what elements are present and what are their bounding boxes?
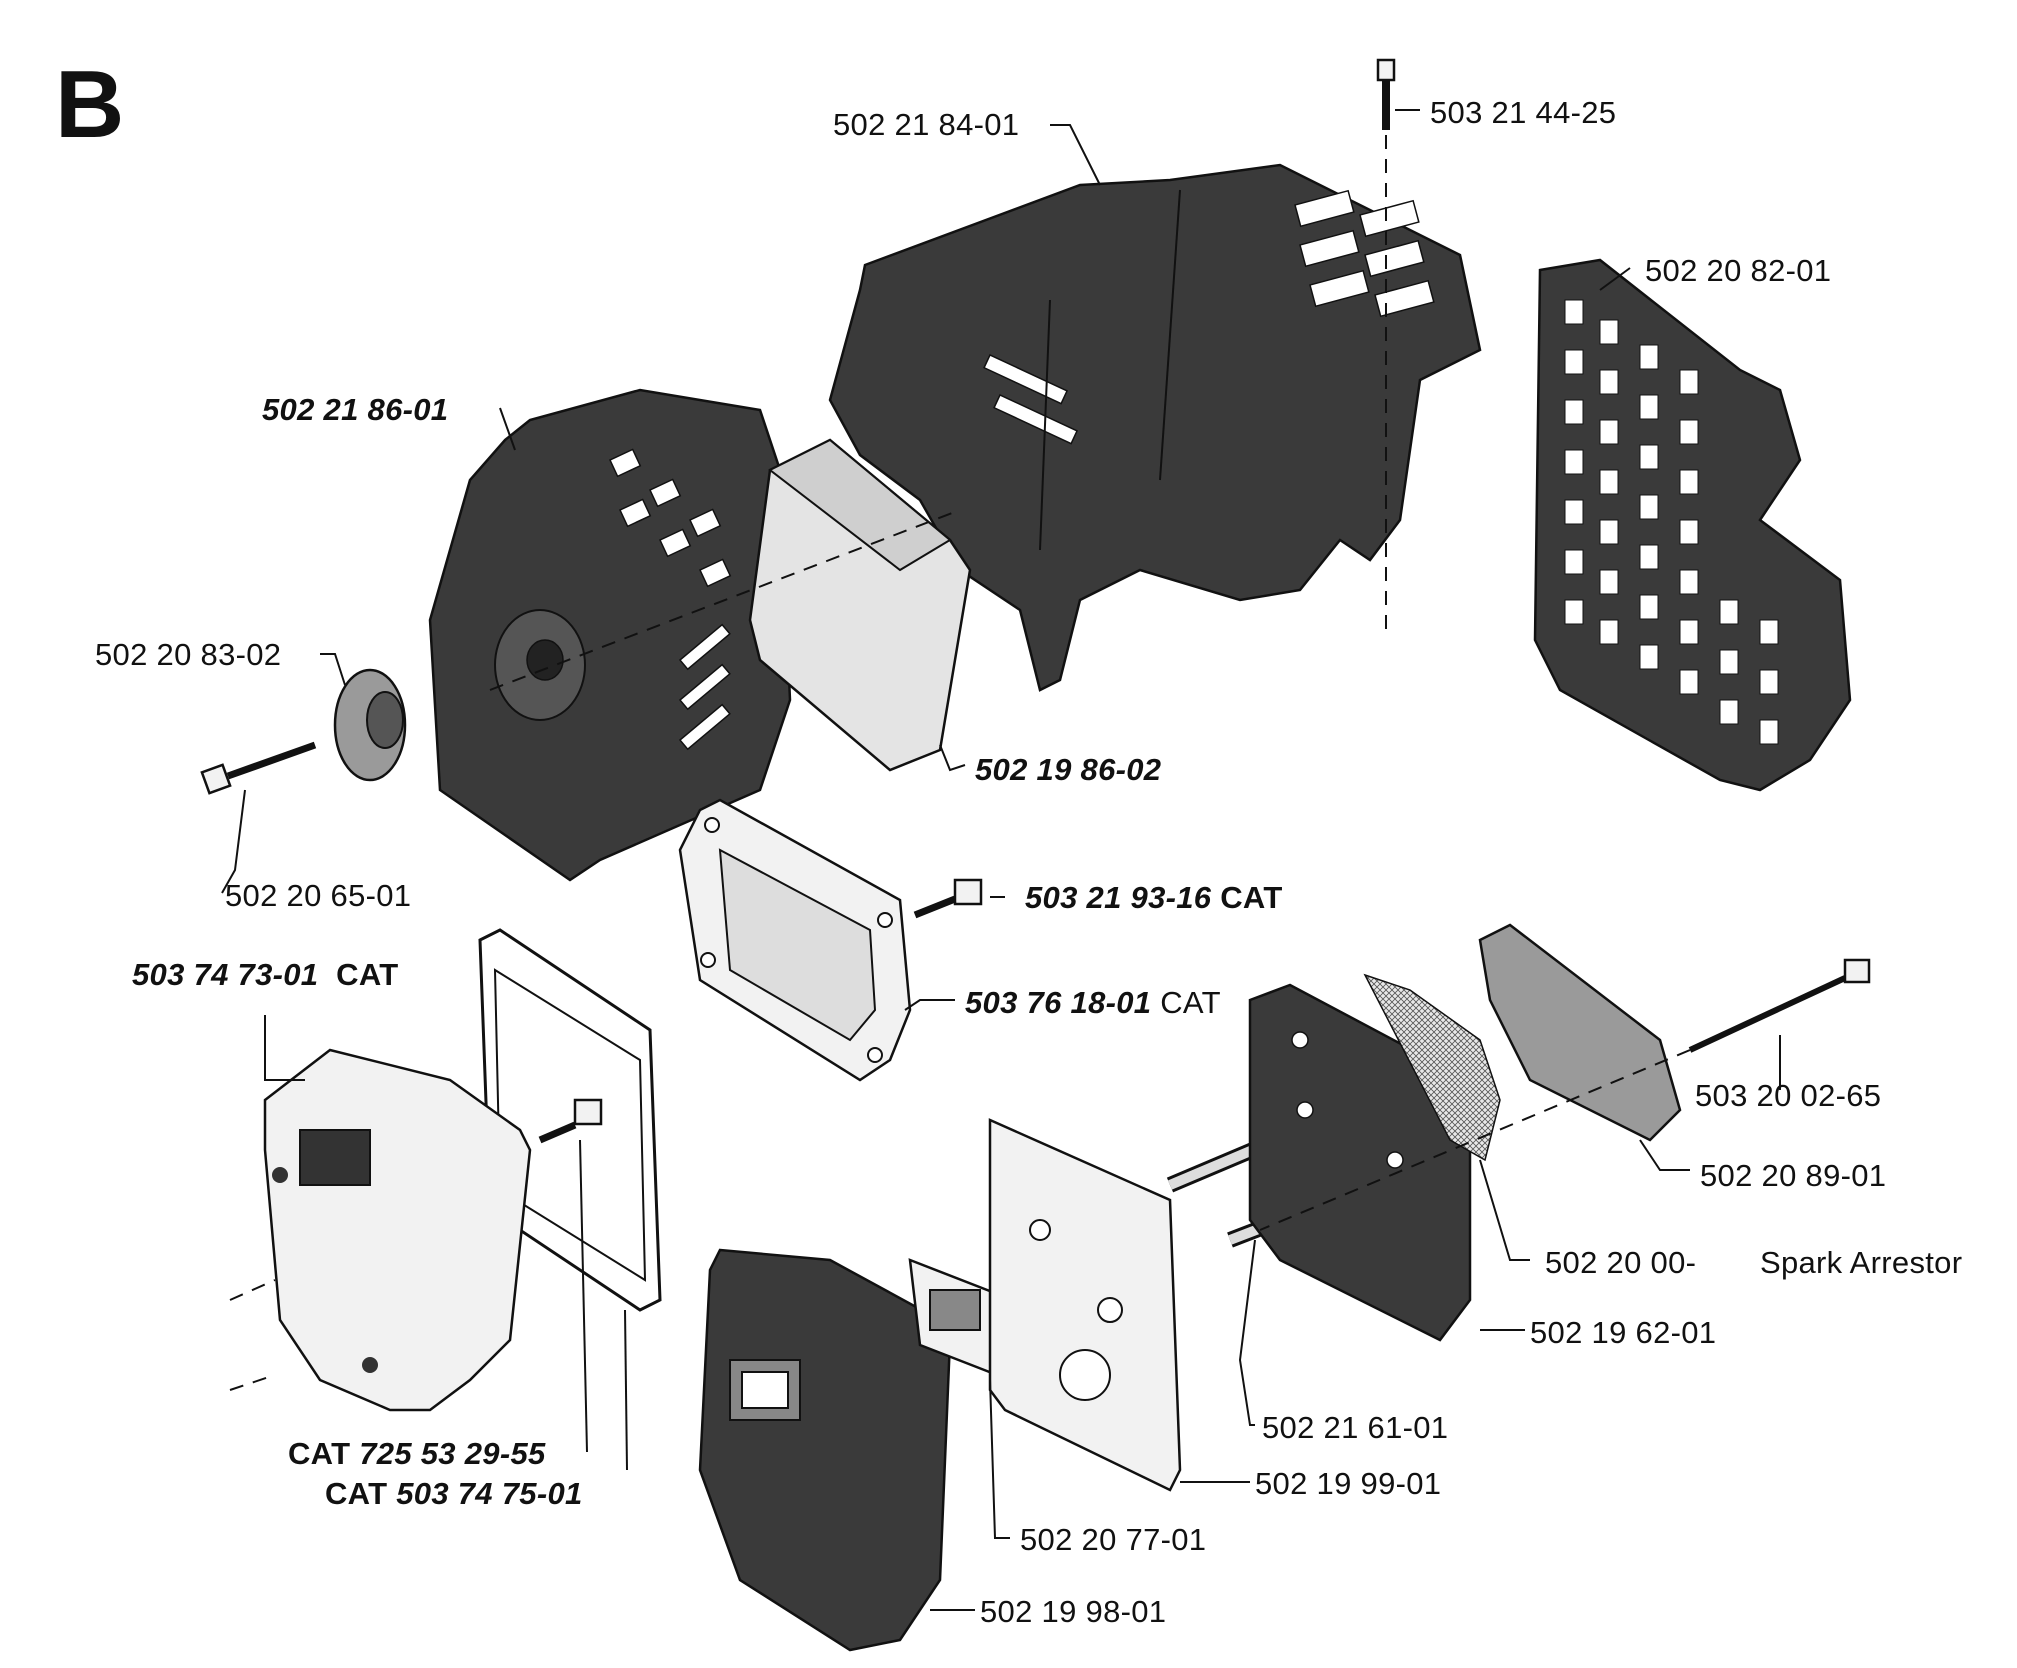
spark-bolt-part [1259, 958, 1871, 1231]
cat-screw2-number: 725 53 29-55 [359, 1436, 546, 1471]
label-spark-arrestor: Spark Arrestor [1760, 1245, 1963, 1280]
section-letter: B [55, 51, 125, 158]
label-spark-cover: 502 20 89-01 [1700, 1158, 1887, 1193]
side-grille-part [1533, 258, 1852, 792]
cat-gasket-frame-suffix: CAT [1160, 985, 1221, 1020]
label-muffler-cat: 503 74 73-01 CAT [132, 957, 398, 993]
label-filter: 502 19 86-02 [975, 752, 1162, 787]
label-spark-screen: 502 20 00- [1545, 1245, 1697, 1280]
label-cat-screw: 503 21 93-16 CAT [1025, 880, 1283, 916]
label-top-screw: 503 21 44-25 [1430, 95, 1617, 130]
front-cover-part [428, 388, 792, 882]
label-heat-plate: 502 19 99-01 [1255, 1466, 1442, 1501]
label-side-grille: 502 20 82-01 [1645, 253, 1832, 288]
cat-screw-number: 503 21 93-16 [1025, 880, 1212, 915]
cat-screw-part [913, 878, 983, 919]
cat-gasket-frame-number: 503 76 18-01 [965, 985, 1152, 1020]
label-muffler-front: 502 19 98-01 [980, 1594, 1167, 1629]
top-cover-part [828, 163, 1482, 692]
muffler-body-part [1248, 983, 1472, 1342]
label-small-gasket: 502 20 77-01 [1020, 1522, 1207, 1557]
heat-plate-part [988, 1118, 1182, 1492]
label-spacer: 502 21 61-01 [1262, 1410, 1449, 1445]
cat-gasket2-number: 503 74 75-01 [396, 1476, 583, 1511]
label-muffler-body: 502 19 62-01 [1530, 1315, 1717, 1350]
label-long-bolt: 502 20 65-01 [225, 878, 412, 913]
cat-gasket2-prefix: CAT [325, 1476, 388, 1511]
label-front-cover: 502 21 86-01 [262, 392, 449, 427]
label-cat-gasket2: CAT 503 74 75-01 [325, 1476, 583, 1512]
long-bolt-part [200, 741, 317, 795]
cap-nut-part [333, 668, 407, 782]
label-cat-screw2: CAT 725 53 29-55 [288, 1436, 546, 1472]
muffler-front-part [698, 1248, 952, 1652]
label-spark-bolt: 503 20 02-65 [1695, 1078, 1882, 1113]
muffler-cat-suffix: CAT [336, 957, 399, 992]
cat-screw-suffix: CAT [1220, 880, 1283, 915]
cat-screw2-prefix: CAT [288, 1436, 351, 1471]
label-cap-nut: 502 20 83-02 [95, 637, 282, 672]
spark-screen-part [1363, 973, 1501, 1162]
top-screw-part [1376, 58, 1396, 630]
cat-screw2-part [538, 1098, 603, 1144]
filter-part [489, 438, 972, 772]
cat-gasket-frame-part [678, 798, 912, 1082]
muffler-cat-number: 503 74 73-01 [132, 957, 319, 992]
spark-cover-part [1478, 923, 1682, 1142]
muffler-cat-part [229, 1048, 532, 1412]
leader-lines [221, 109, 1781, 1611]
label-cat-gasket-frame: 503 76 18-01 CAT [965, 985, 1221, 1021]
label-top-cover: 502 21 84-01 [833, 107, 1020, 142]
